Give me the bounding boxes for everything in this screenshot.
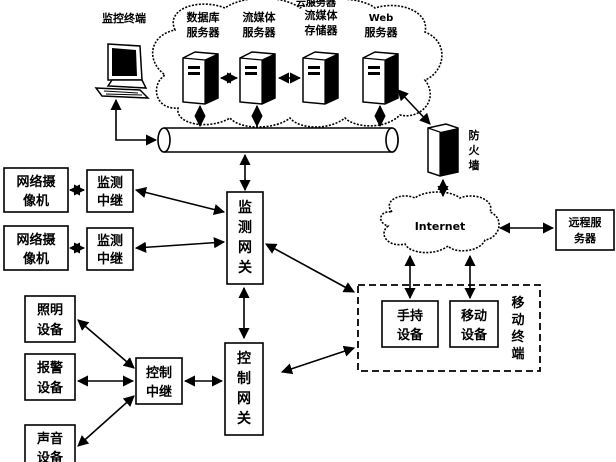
control-gateway-box (224, 342, 264, 436)
alarm-device-label-2: 设备 (37, 380, 64, 396)
mobile-device-box (449, 300, 499, 348)
mobile-terminal-label-1: 移 (511, 295, 524, 311)
control-relay-box (135, 357, 183, 405)
lighting-device-label-2: 设备 (37, 322, 64, 338)
remote-server-label-2: 务器 (574, 231, 597, 245)
control-gateway-label-3: 网 (237, 391, 251, 407)
control-gateway-label-4: 关 (237, 410, 251, 427)
handheld-device-label-2: 设备 (397, 327, 424, 343)
internet-label: Internet (415, 220, 466, 233)
mobile-device-label-1: 移动 (461, 308, 487, 324)
monitor-gateway-label-4: 关 (238, 259, 252, 276)
internet-cloud (380, 191, 500, 254)
network-bus (157, 127, 399, 153)
monitor-relay-label-2a: 监测 (97, 233, 123, 249)
remote-server-label-1: 远程服 (569, 215, 603, 229)
mobile-device-label-2: 设备 (461, 327, 488, 343)
mobile-terminal-label-4: 端 (511, 346, 524, 362)
stream-server-icon (239, 51, 276, 105)
monitor-gateway-label-2: 测 (238, 219, 252, 236)
firewall-label-1: 防 (469, 128, 480, 142)
camera-label-2a: 网络摄 (16, 232, 56, 248)
sound-device-label-2: 设备 (37, 450, 64, 462)
camera-label-2b: 像机 (23, 251, 49, 267)
monitor-terminal-label: 监控终端 (102, 11, 146, 25)
stream-server-label-2: 服务器 (243, 25, 277, 39)
db-server-label-2: 服务器 (187, 25, 221, 39)
alarm-device-label-1: 报警 (37, 360, 63, 376)
camera-box-2 (3, 225, 69, 271)
monitor-gateway-label-1: 监 (238, 199, 252, 216)
mobile-terminal-label-3: 终 (511, 329, 525, 345)
lighting-device-box (24, 295, 76, 343)
control-relay-label-2: 中继 (146, 384, 172, 400)
web-server-icon (362, 51, 399, 105)
firewall-icon (427, 123, 459, 177)
stream-server-label-1: 流媒体 (243, 10, 277, 24)
monitor-gateway-box (226, 191, 264, 285)
remote-server-box (555, 209, 615, 251)
stream-storage-label-2: 存储器 (305, 23, 339, 37)
cloud-title: 云服务器 (296, 0, 337, 9)
monitor-relay-label-2b: 中继 (97, 251, 123, 267)
camera-label-1b: 像机 (23, 193, 49, 209)
monitor-gateway-label-3: 网 (238, 240, 252, 256)
stream-storage-icon (302, 51, 339, 105)
control-relay-label-1: 控制 (146, 365, 172, 381)
monitor-relay-label-1b: 中继 (97, 193, 123, 209)
control-gateway-label-1: 控 (237, 350, 251, 367)
mobile-terminal-label-2: 动 (511, 313, 524, 328)
lighting-device-label-1: 照明 (37, 303, 63, 318)
sound-device-box (24, 424, 76, 462)
camera-label-1a: 网络摄 (16, 174, 56, 190)
handheld-device-label-1: 手持 (397, 308, 423, 324)
firewall-label-3: 墙 (469, 158, 480, 172)
control-gateway-label-2: 制 (237, 370, 251, 387)
monitor-relay-box-2 (86, 227, 134, 271)
web-server-label-1: Web (369, 13, 394, 24)
monitor-relay-box-1 (86, 169, 134, 213)
monitor-relay-label-1a: 监测 (97, 175, 123, 191)
stream-storage-label-1: 流媒体 (305, 8, 339, 22)
camera-box-1 (3, 167, 69, 213)
db-server-icon (182, 51, 219, 105)
computer-icon (94, 43, 150, 99)
firewall-label-2: 火 (469, 144, 481, 157)
web-server-label-2: 服务器 (365, 25, 399, 39)
alarm-device-box (24, 353, 76, 401)
db-server-label-1: 数据库 (187, 10, 220, 24)
mobile-terminal-group (357, 284, 541, 372)
sound-device-label-1: 声音 (36, 431, 63, 447)
handheld-device-box (381, 300, 439, 348)
